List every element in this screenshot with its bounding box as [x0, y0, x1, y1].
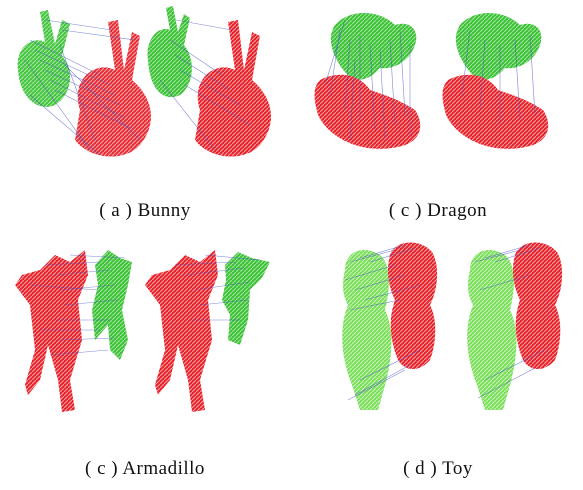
armadillo-source-shape	[92, 250, 132, 360]
toy-pair-matched	[342, 243, 437, 410]
bunny-pair-registered	[148, 6, 271, 156]
caption-armadillo: ( c ) Armadillo	[0, 458, 290, 480]
armadillo-pair-matched	[15, 250, 132, 412]
caption-dragon: ( c ) Dragon	[293, 200, 583, 222]
dragon-target-shape	[315, 75, 421, 149]
caption-bunny: ( a ) Bunny	[0, 200, 290, 222]
bunny-source-shape	[18, 10, 70, 107]
toy-source-shape	[342, 250, 391, 410]
armadillo-target-shape	[15, 250, 88, 412]
bunny-target-shape	[75, 20, 151, 156]
caption-toy: ( d ) Toy	[293, 458, 583, 480]
bunny-pair-matched	[18, 10, 151, 156]
toy-target-shape	[388, 243, 437, 369]
dragon-source-shape	[331, 13, 416, 80]
toy-pair-registered	[467, 243, 562, 410]
armadillo-pair-registered	[145, 250, 270, 412]
dragon-pair-matched	[315, 13, 421, 149]
dragon-pair-registered	[443, 13, 549, 149]
